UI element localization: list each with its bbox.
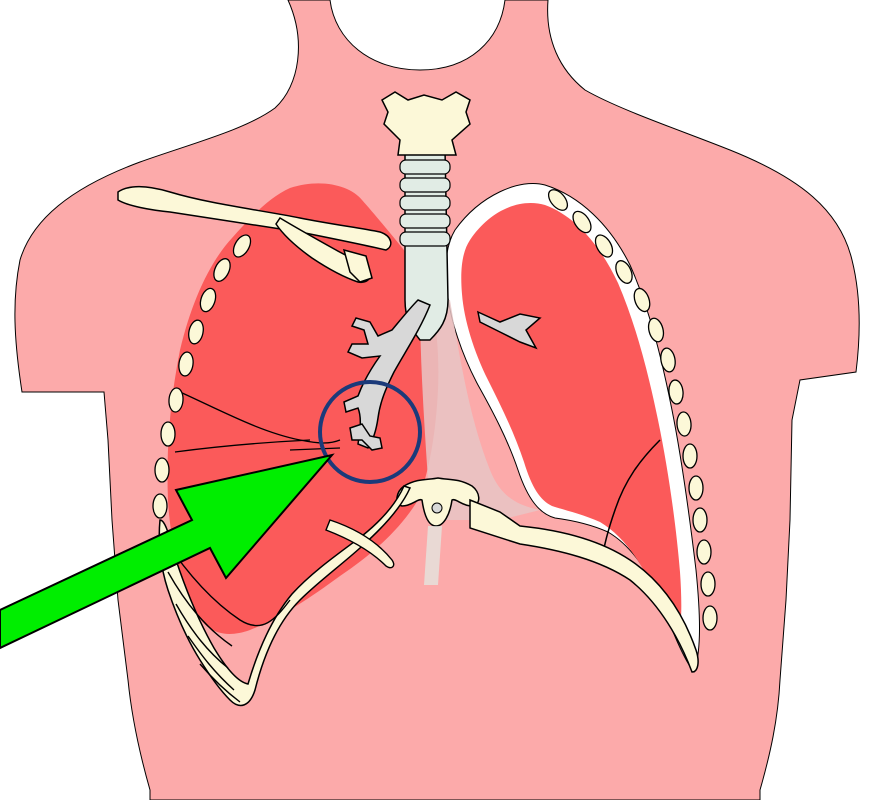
tracheal-rings: [400, 160, 450, 246]
